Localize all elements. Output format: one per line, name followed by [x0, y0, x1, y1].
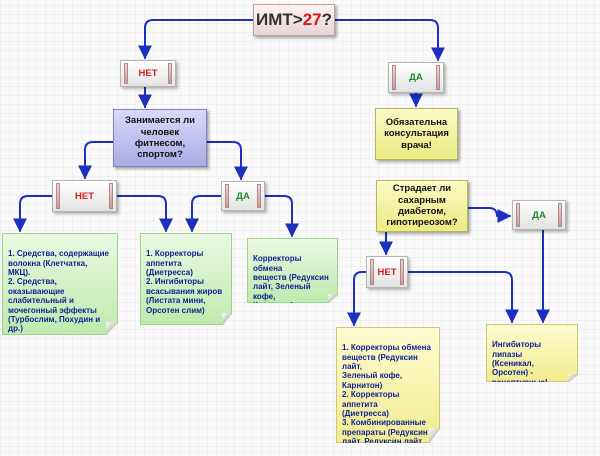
page-curl-icon: [105, 322, 117, 334]
page-curl-icon: [428, 428, 439, 442]
arrow-no-to-laxatives: [13, 195, 53, 233]
arrow-no-to-combo: [347, 271, 367, 327]
note-laxatives: 1. Средства, содержащие волокна (Клетчат…: [2, 233, 118, 335]
fitness-no-label: НЕТ: [52, 180, 117, 212]
note-lipase: Ингибиторы липазы (Ксеникал, Орсотен) - …: [486, 324, 578, 382]
page-curl-icon: [568, 374, 577, 381]
arrow-fitness-to-no: [78, 141, 114, 180]
arrow-no-to-lipase: [407, 271, 519, 324]
fitness-yes-label: ДА: [221, 181, 265, 211]
bmi-no-label: НЕТ: [120, 60, 176, 87]
note-combo: 1. Корректоры обмена веществ (Редуксин л…: [336, 327, 440, 443]
diabetes-no-label: НЕТ: [366, 256, 408, 288]
bmi-question-box: ИМТ>27?: [253, 4, 335, 36]
doctor-consult-box: Обязательна консультация врача!: [375, 108, 458, 160]
arrow-diabetes-to-yes: [467, 207, 512, 223]
arrow-yes-to-metabolism: [264, 195, 299, 238]
arrow-no-to-suppressants: [116, 195, 173, 233]
page-curl-icon: [222, 313, 231, 324]
page-curl-icon: [328, 294, 337, 302]
arrow-yes-to-suppressants: [185, 195, 222, 233]
note-metabolism: Корректоры обмена веществ (Редуксин лайт…: [247, 238, 338, 303]
arrow-fitness-to-yes: [206, 141, 248, 181]
diabetes-yes-label: ДА: [512, 200, 566, 230]
note-suppressants: 1. Корректоры аппетита (Диетресса) 2. Ин…: [140, 233, 232, 325]
diabetes-question-box: Страдает ли сахарным диабетом, гипотирео…: [376, 180, 468, 232]
bmi-question-text: ИМТ>27?: [255, 10, 332, 29]
arrow-root-to-no: [138, 19, 254, 60]
arrow-root-to-yes: [334, 19, 445, 62]
bmi-yes-label: ДА: [388, 62, 444, 93]
fitness-question-box: Занимается ли человек фитнесом, спортом?: [113, 109, 207, 167]
